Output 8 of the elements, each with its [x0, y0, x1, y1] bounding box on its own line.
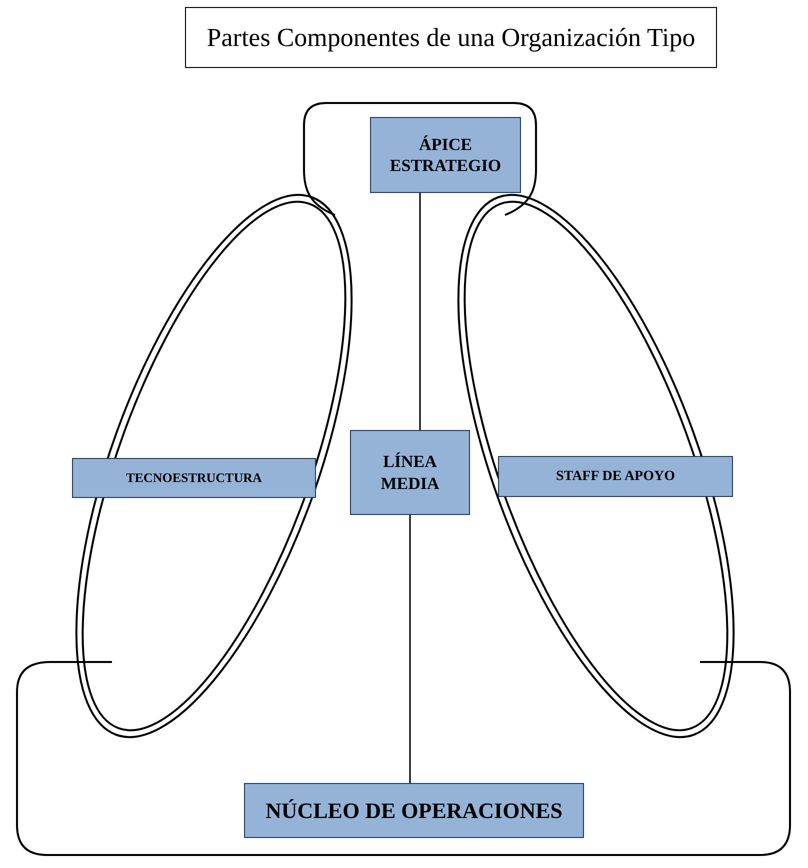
component-box: TECNOESTRUCTURA — [72, 458, 316, 498]
component-box: STAFF DE APOYO — [498, 456, 733, 497]
component-box: NÚCLEO DE OPERACIONES — [244, 783, 584, 838]
connector-line — [409, 515, 411, 783]
title-box: Partes Componentes de una Organización Tipo — [185, 7, 717, 68]
component-box: LÍNEA MEDIA — [350, 430, 470, 515]
component-box: ÁPICE ESTRATEGIO — [370, 117, 521, 193]
connector-line — [419, 193, 421, 430]
